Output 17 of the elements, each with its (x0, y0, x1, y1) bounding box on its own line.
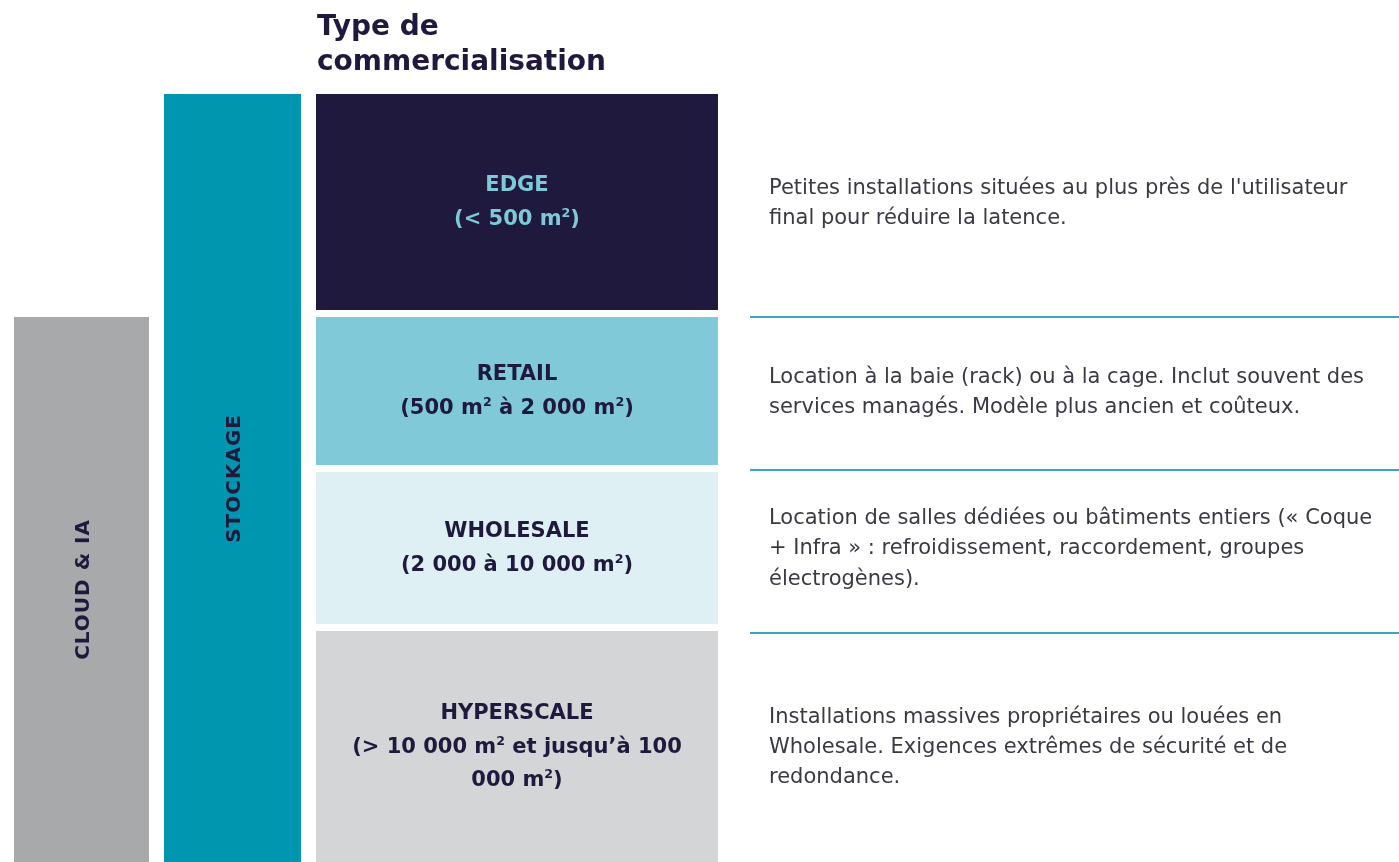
band-label: HYPERSCALE (439, 699, 595, 727)
size-range-label: (500 m$^{2}$ à 2 000 m$^{2}$) (399, 393, 635, 421)
description-text: Location de salles dédiées ou bâtiments entiers (« Coque + Infra » : refroidissement, raccordement, groupes électrogènes). (769, 504, 1374, 593)
description-text: Petites installations situées au plus près de l'utilisateur final pour réduire la latence. (769, 173, 1349, 231)
band-label: STOCKAGE (219, 413, 246, 543)
description-text: Location à la baie (rack) ou à la cage. Inclut souvent des services managés. Modèle plus ancien et coûteux. (769, 362, 1366, 420)
size-range-label: (< 500 m$^{2}$) (453, 204, 581, 232)
column-heading: Type de commercialisation (317, 8, 607, 78)
size-range-label: (2 000 à 10 000 m$^{2}$) (399, 550, 635, 578)
band-label: WHOLESALE (443, 517, 591, 545)
category-bar (14, 317, 149, 862)
band-label: RETAIL (475, 360, 559, 388)
band-label: EDGE (484, 171, 550, 199)
category-bar (164, 94, 301, 862)
size-range-label: (> 10 000 m$^{2}$ et jusqu’à 100 000 m$^{2}$) (351, 731, 683, 794)
band-label: CLOUD & IA (68, 519, 95, 660)
description-text: Installations massives propriétaires ou louées en Wholesale. Exigences extrêmes de sécurité et de redondance. (769, 702, 1289, 791)
